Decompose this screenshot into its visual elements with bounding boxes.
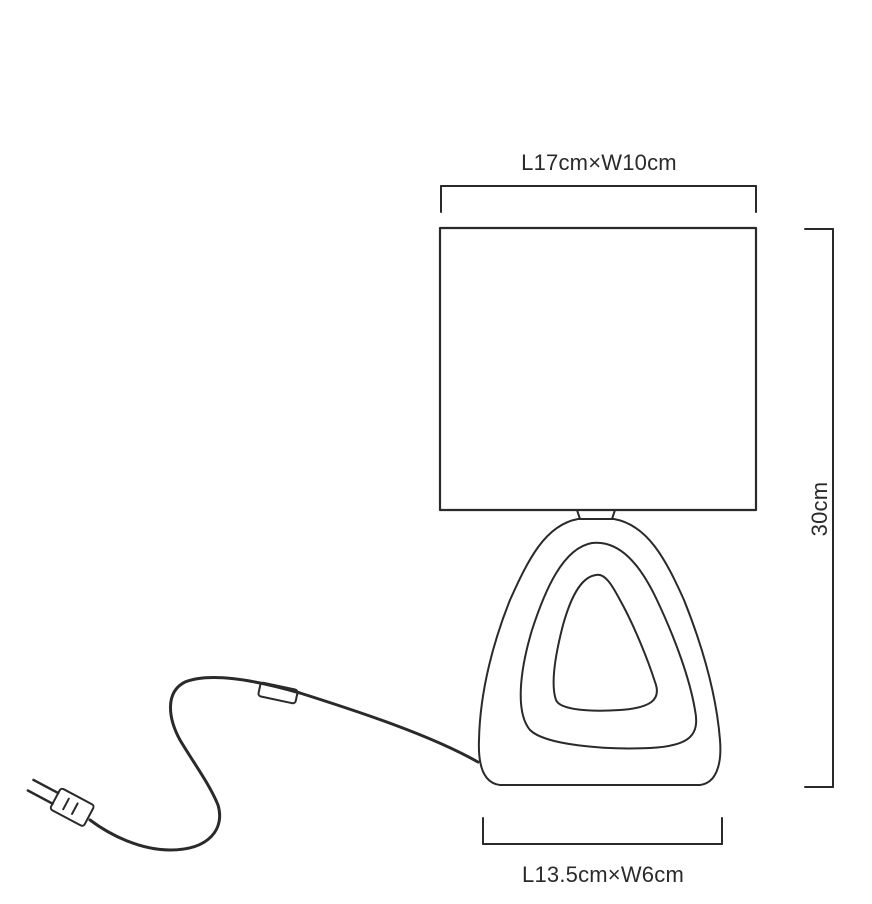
power-plug bbox=[26, 778, 95, 827]
base-dimension-label: L13.5cm×W6cm bbox=[522, 862, 684, 887]
lamp-base-cutout bbox=[552, 573, 658, 712]
lamp-base-outer bbox=[477, 518, 722, 786]
inline-switch bbox=[257, 681, 299, 705]
base-dimension-bracket bbox=[482, 817, 723, 845]
lamp-shade bbox=[438, 226, 758, 512]
shade-dimension-label: L17cm×W10cm bbox=[521, 150, 677, 175]
power-cord bbox=[88, 676, 480, 852]
height-dimension-bracket bbox=[804, 228, 834, 788]
height-dimension-label: 30cm bbox=[807, 481, 832, 537]
shade-dimension-bracket bbox=[440, 185, 757, 213]
lamp-base-groove bbox=[519, 541, 698, 750]
lamp-neck bbox=[576, 509, 616, 520]
